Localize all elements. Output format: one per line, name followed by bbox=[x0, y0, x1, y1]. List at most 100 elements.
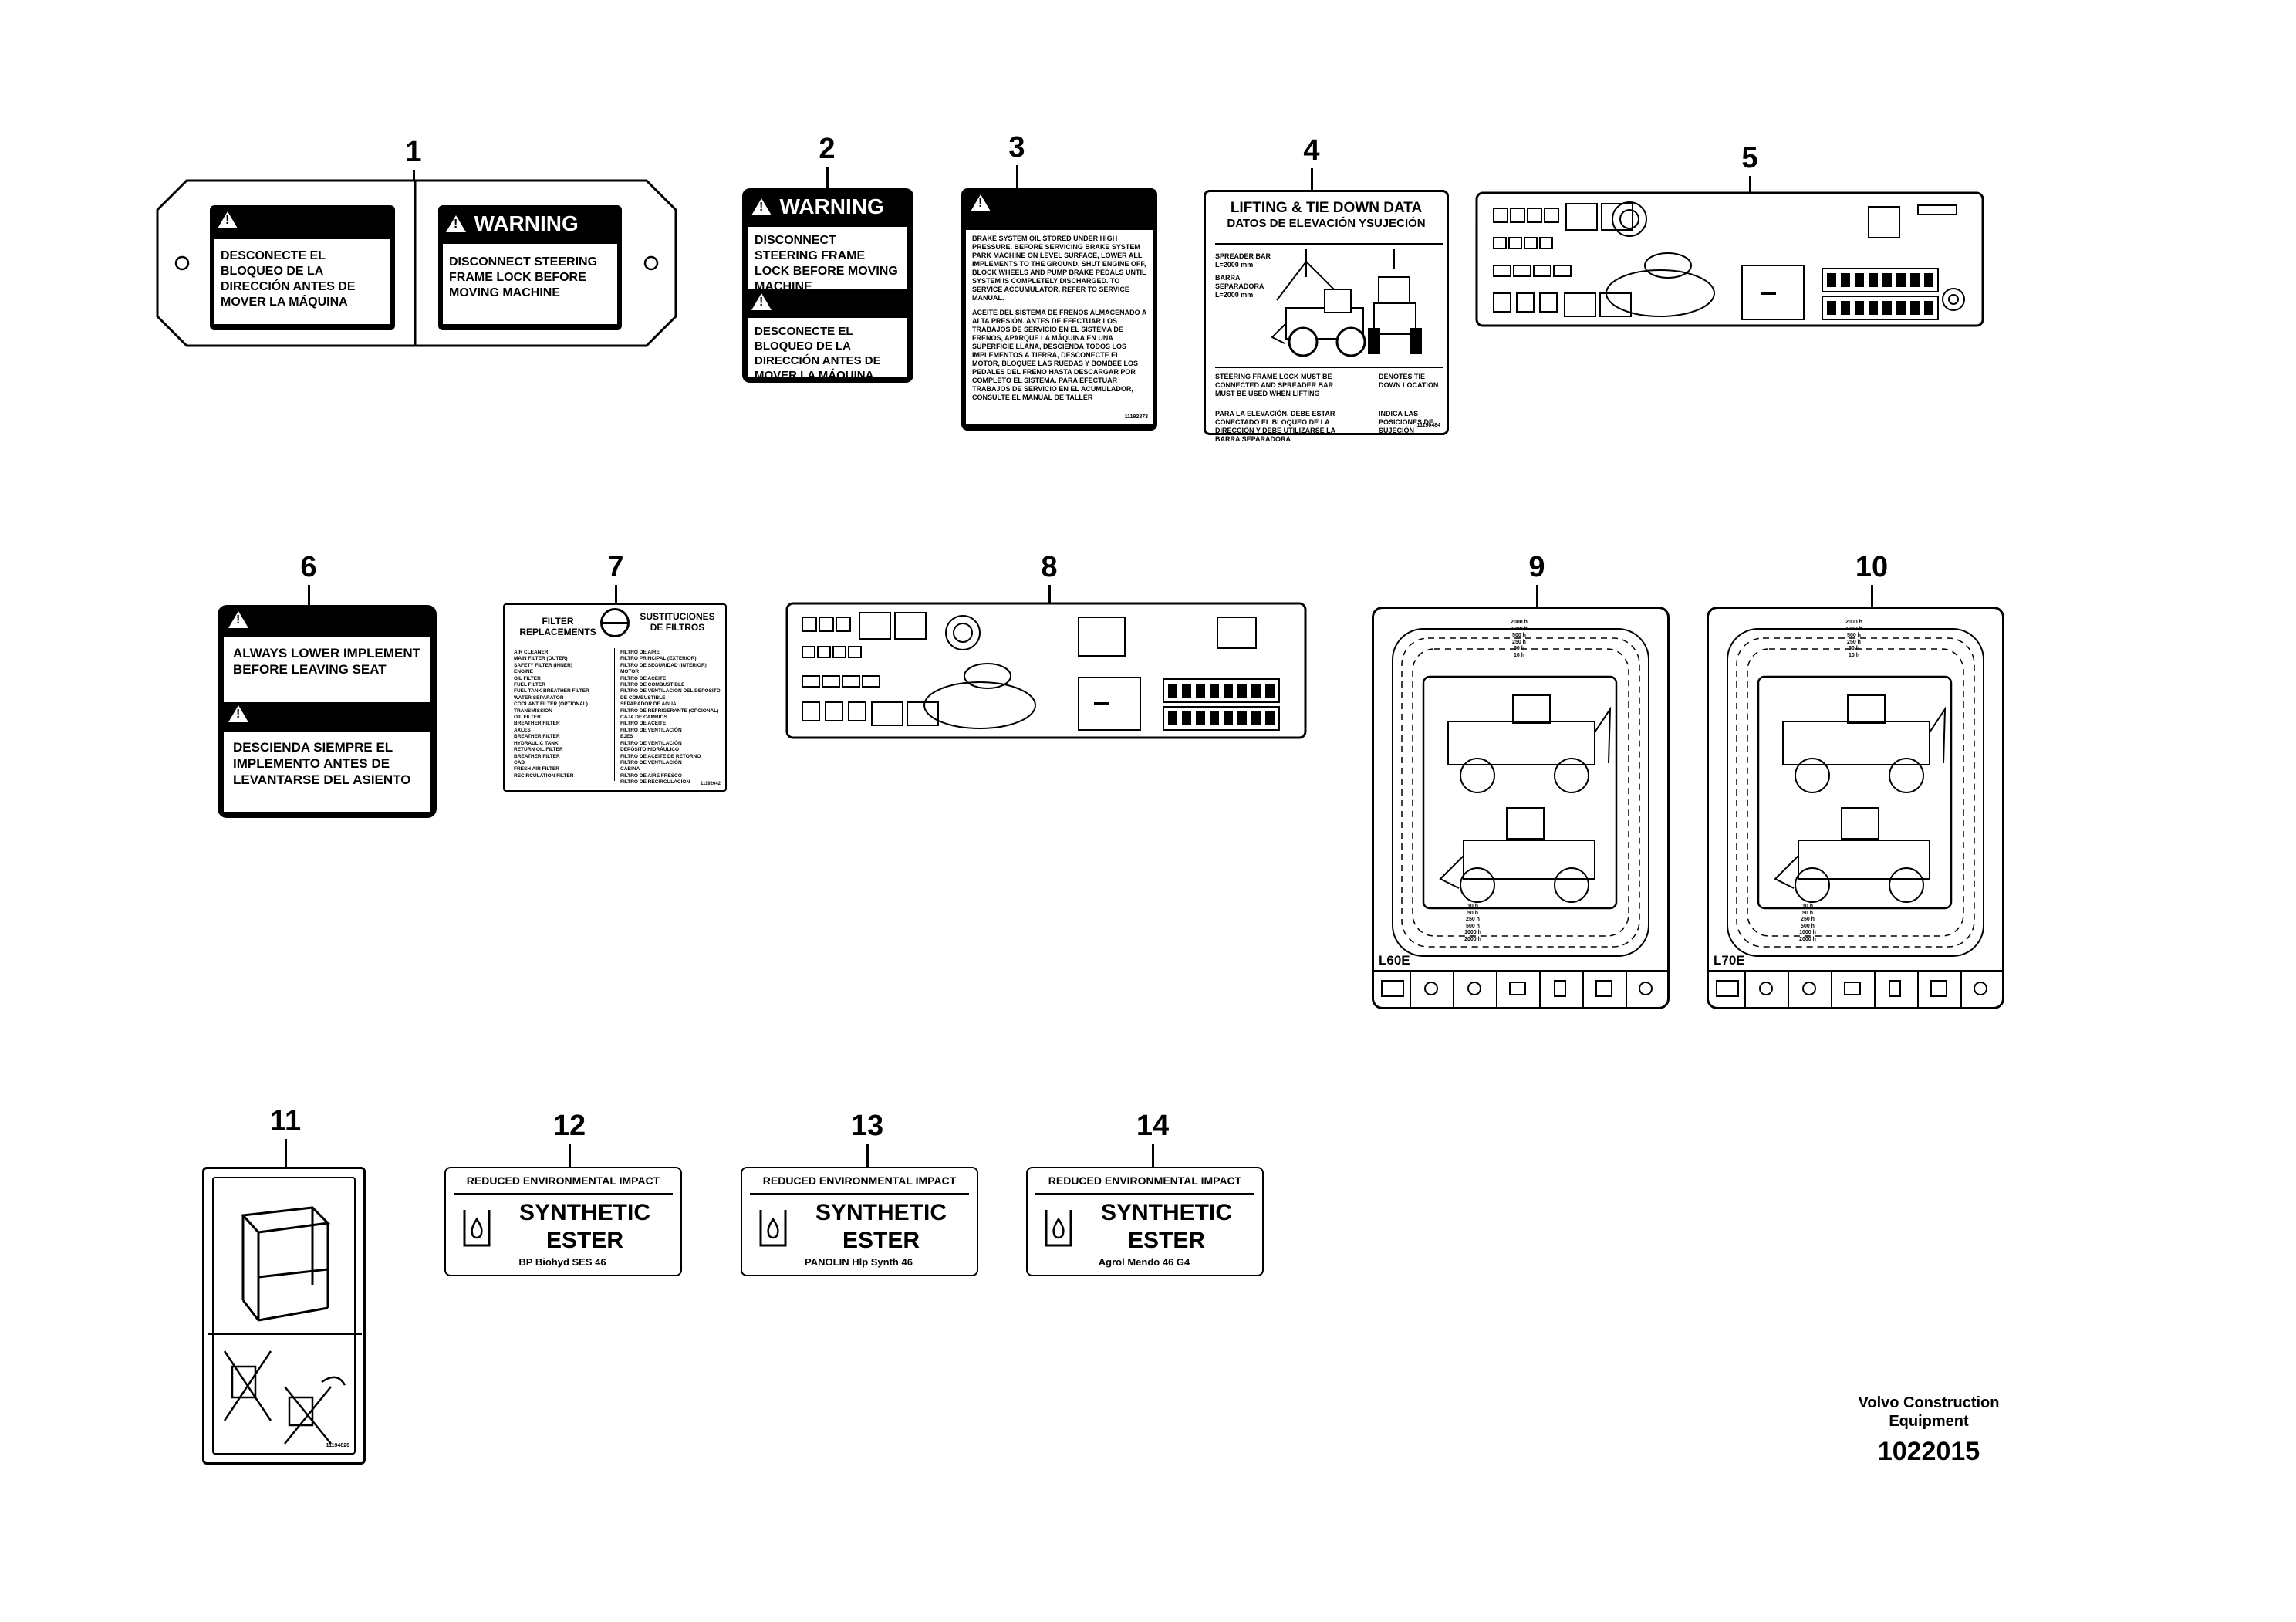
leader-line bbox=[1016, 165, 1018, 188]
leader-line bbox=[1152, 1144, 1154, 1167]
leader-line bbox=[285, 1139, 287, 1168]
label-14-main2: ESTER bbox=[1127, 1228, 1206, 1253]
callout-3: 3 bbox=[1008, 131, 1025, 164]
label-12-main1: SYNTHETIC bbox=[518, 1200, 650, 1225]
oil-drop-container-icon bbox=[1045, 1210, 1072, 1247]
label-14: REDUCED ENVIRONMENTAL IMPACT SYNTHETIC E… bbox=[1026, 1167, 1264, 1276]
label-8-dashboard-decal bbox=[785, 602, 1307, 739]
label-7: FILTER REPLACEMENTS SUSTITUCIONES DE FIL… bbox=[503, 603, 727, 792]
callout-2: 2 bbox=[819, 133, 836, 165]
label-4-note-es: PARA LA ELEVACIÓN, DEBE ESTAR CONECTADO … bbox=[1215, 410, 1335, 443]
label-14-top: REDUCED ENVIRONMENTAL IMPACT bbox=[1048, 1174, 1242, 1187]
label-4-code: 11190484 bbox=[1416, 423, 1440, 428]
warning-triangle-icon bbox=[971, 194, 991, 211]
label-13-top: REDUCED ENVIRONMENTAL IMPACT bbox=[762, 1174, 957, 1187]
label-5-dashboard-decal bbox=[1475, 191, 1984, 327]
leader-line bbox=[826, 167, 829, 188]
callout-1: 1 bbox=[405, 136, 422, 168]
label-3-text-es: ACEITE DEL SISTEMA DE FRENOS ALMACENADO … bbox=[972, 309, 1147, 401]
label-6-text-es-box: DESCIENDA SIEMPRE EL IMPLEMENTO ANTES DE… bbox=[224, 732, 430, 812]
label-11-code: 11194820 bbox=[326, 1443, 349, 1448]
label-2-text-es-box: DESCONECTE EL BLOQUEO DE LA DIRECCIÓN AN… bbox=[748, 318, 907, 382]
label-7-code: 11192042 bbox=[700, 782, 721, 786]
label-4-subtitle: DATOS DE ELEVACIÓN YSUJECIÓN bbox=[1227, 217, 1426, 230]
label-2-text-en-box: DISCONNECT STEERING FRAME LOCK BEFORE MO… bbox=[748, 227, 907, 293]
label-6-text-en: ALWAYS LOWER IMPLEMENT BEFORE LEAVING SE… bbox=[233, 646, 421, 677]
label-1-left-text-box: DESCONECTE EL BLOQUEO DE LA DIRECCIÓN AN… bbox=[214, 239, 390, 324]
label-14-main1: SYNTHETIC bbox=[1100, 1200, 1232, 1225]
label-9-model: L60E bbox=[1379, 953, 1410, 968]
label-3-text-en: BRAKE SYSTEM OIL STORED UNDER HIGH PRESS… bbox=[972, 235, 1146, 302]
label-13: REDUCED ENVIRONMENTAL IMPACT SYNTHETIC E… bbox=[741, 1167, 978, 1276]
label-12-main2: ESTER bbox=[545, 1228, 624, 1253]
leader-line bbox=[413, 170, 415, 181]
label-1-right-panel: WARNING DISCONNECT STEERING FRAME LOCK B… bbox=[438, 205, 622, 330]
callout-5: 5 bbox=[1741, 142, 1758, 174]
callout-9: 9 bbox=[1528, 551, 1545, 583]
leader-line bbox=[1311, 168, 1313, 191]
label-3-code: 11192873 bbox=[1124, 414, 1148, 420]
warning-triangle-icon bbox=[228, 705, 248, 722]
label-4-legend-es: INDICA LAS POSICIONES DE SUJECIÓN bbox=[1379, 410, 1434, 434]
label-3: BRAKE SYSTEM OIL STORED UNDER HIGH PRESS… bbox=[961, 188, 1157, 431]
callout-13: 13 bbox=[850, 1110, 884, 1142]
callout-14: 14 bbox=[1136, 1110, 1170, 1142]
warning-triangle-icon bbox=[751, 293, 772, 310]
leader-line bbox=[866, 1144, 869, 1167]
leader-line bbox=[569, 1144, 571, 1167]
label-3-text-box: BRAKE SYSTEM OIL STORED UNDER HIGH PRESS… bbox=[966, 230, 1153, 424]
label-7-head-en: FILTER REPLACEMENTS bbox=[519, 616, 596, 637]
label-13-main2: ESTER bbox=[842, 1228, 920, 1253]
label-12: REDUCED ENVIRONMENTAL IMPACT SYNTHETIC E… bbox=[444, 1167, 682, 1276]
warning-triangle-icon bbox=[751, 198, 772, 215]
callout-10: 10 bbox=[1855, 551, 1889, 583]
label-6: ALWAYS LOWER IMPLEMENT BEFORE LEAVING SE… bbox=[218, 605, 437, 818]
drawing-number: 1022015 bbox=[1877, 1437, 1980, 1466]
label-2-text-en: DISCONNECT STEERING FRAME LOCK BEFORE MO… bbox=[755, 234, 898, 293]
loader-lifting-illustration bbox=[1271, 249, 1422, 357]
leader-line bbox=[1871, 585, 1873, 608]
label-1-right-text-box: DISCONNECT STEERING FRAME LOCK BEFORE MO… bbox=[443, 244, 617, 324]
company-name: Volvo Construction Equipment bbox=[1858, 1394, 2000, 1430]
label-6-text-en-box: ALWAYS LOWER IMPLEMENT BEFORE LEAVING SE… bbox=[224, 637, 430, 702]
label-2-heading: WARNING bbox=[779, 194, 884, 218]
callout-8: 8 bbox=[1041, 551, 1058, 583]
warning-triangle-icon bbox=[218, 211, 238, 228]
label-9-service-chart bbox=[1374, 628, 1667, 1007]
oil-drop-container-icon bbox=[463, 1210, 491, 1247]
leader-line bbox=[1536, 585, 1538, 608]
label-11: 11194820 bbox=[202, 1167, 366, 1465]
callout-11: 11 bbox=[269, 1105, 302, 1137]
label-13-main1: SYNTHETIC bbox=[815, 1200, 947, 1225]
label-1-heading: WARNING bbox=[474, 211, 579, 235]
label-4-title: LIFTING & TIE DOWN DATA bbox=[1230, 200, 1423, 216]
label-14-brand: Agrol Mendo 46 G4 bbox=[1098, 1256, 1190, 1268]
label-10-service-chart bbox=[1709, 628, 2002, 1007]
leader-line bbox=[308, 585, 310, 605]
callout-7: 7 bbox=[607, 551, 624, 583]
label-1-right-text: DISCONNECT STEERING FRAME LOCK BEFORE MO… bbox=[449, 255, 598, 299]
label-2: WARNING DISCONNECT STEERING FRAME LOCK B… bbox=[742, 188, 913, 383]
filter-icon bbox=[600, 608, 630, 637]
label-10-model: L70E bbox=[1714, 953, 1745, 968]
label-6-text-es: DESCIENDA SIEMPRE EL IMPLEMENTO ANTES DE… bbox=[233, 740, 411, 787]
warning-triangle-icon bbox=[446, 215, 466, 232]
callout-12: 12 bbox=[552, 1110, 586, 1142]
no-welding-icon bbox=[223, 1350, 346, 1445]
label-13-brand: PANOLIN Hlp Synth 46 bbox=[805, 1256, 913, 1268]
label-12-top: REDUCED ENVIRONMENTAL IMPACT bbox=[466, 1174, 660, 1187]
label-1-left-panel: DESCONECTE EL BLOQUEO DE LA DIRECCIÓN AN… bbox=[210, 205, 395, 330]
label-4: LIFTING & TIE DOWN DATA DATOS DE ELEVACI… bbox=[1204, 190, 1449, 443]
warning-triangle-icon bbox=[228, 611, 248, 628]
label-4-spec-es: BARRA SEPARADORA L=2000 mm bbox=[1215, 274, 1264, 299]
callout-4: 4 bbox=[1303, 134, 1320, 167]
label-4-spec-en: SPREADER BAR L=2000 mm bbox=[1215, 252, 1271, 269]
